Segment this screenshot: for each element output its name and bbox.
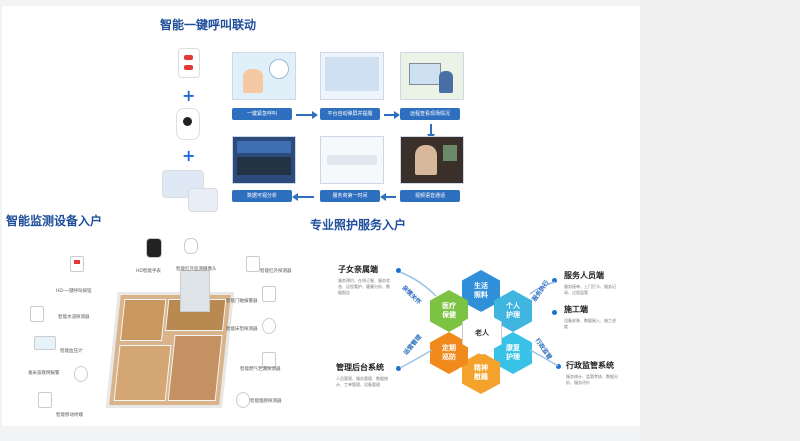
glucose-meter-icon (74, 366, 88, 382)
node-dot (552, 278, 557, 283)
flow-arrow (380, 193, 396, 201)
flow-arrow (292, 193, 314, 201)
blood-pressure-icon (34, 336, 56, 350)
flow-arrow (384, 111, 400, 119)
flow-step-label: 视频语音通话 (400, 190, 460, 202)
flow-image-video (400, 136, 464, 184)
hex-life-care: 生活 照料 (462, 270, 500, 312)
node-dot (552, 310, 557, 315)
balcony (180, 270, 210, 312)
device-label: HD-一键呼叫按钮 (56, 289, 92, 294)
flow-step-label: 一键紧急呼叫 (232, 108, 292, 120)
flow-image-call (232, 52, 296, 100)
flow-step-label: 远程查看现场情况 (400, 108, 460, 120)
node-family-text: 服务预约、在线订餐、服务状态、远程看护、健康分析、数据报告 (338, 278, 390, 295)
water-sensor-icon (30, 306, 44, 322)
node-family-title: 子女亲属端 (338, 265, 378, 274)
flow-image-platform (320, 52, 384, 100)
node-gov-title: 行政监管系统 (566, 361, 614, 370)
node-dot (396, 268, 401, 273)
flow-image-remote (400, 52, 464, 100)
door-sensor-icon (262, 286, 276, 302)
node-construction-text: 设备安装、数据接入、施工进度 (564, 318, 616, 329)
tablet-device (188, 188, 218, 212)
flow-image-analysis (232, 136, 296, 184)
smoke-detector-icon (236, 392, 250, 408)
plus-icon: + (182, 146, 196, 165)
flow-section-title: 智能一键呼叫联动 (160, 18, 257, 32)
device-label: 智能红外探测器 (260, 269, 292, 274)
flow-arrow (296, 111, 318, 119)
plus-icon: + (182, 86, 196, 105)
hex-regular-visit: 定期 巡防 (430, 332, 468, 374)
node-staff-title: 服务人员端 (564, 271, 604, 280)
camera-icon (184, 238, 198, 254)
flow-image-service (320, 136, 384, 184)
flow-step-label: 数据可视分析 (232, 190, 292, 202)
hex-medical-care: 医疗 保健 (430, 290, 468, 332)
right-margin (640, 0, 800, 441)
call-button-device (178, 48, 200, 78)
device-label: 毫米波跌倒报警 (28, 371, 60, 376)
call-button-icon (70, 256, 84, 272)
node-staff-text: 服务接单、上门打卡、服务记录、过程监管 (564, 284, 616, 295)
node-gov-text: 服务统计、监管考核、数据分析、服务评价 (566, 374, 618, 385)
node-construction-title: 施工端 (564, 305, 588, 314)
hex-spiritual-comfort: 精神 慰藉 (462, 352, 500, 394)
node-admin-title: 管理后台系统 (336, 363, 384, 372)
node-admin-text: 人员管理、服务管理、数据统计、工单管理、设备管理 (336, 376, 388, 387)
node-dot (556, 364, 561, 369)
node-dot (396, 366, 401, 371)
device-label: 智能血压计 (60, 349, 83, 354)
device-label: HD智能手表 (136, 269, 161, 274)
device-label: 智能门磁报警器 (226, 299, 258, 304)
sensor-icon (246, 256, 260, 272)
watch-icon (146, 238, 162, 258)
mattress-sensor-icon (262, 318, 276, 334)
monitor-section-title: 智能监测设备入户 (6, 214, 103, 228)
flow-step-label: 平台自动弹屏并提醒 (320, 108, 380, 120)
device-label: 智能水浸探测器 (58, 315, 90, 320)
hex-center-elder: 老人 (462, 311, 502, 355)
device-label: 智能床垫探测器 (226, 327, 258, 332)
care-section-title: 专业照护服务入户 (310, 218, 407, 232)
device-label: 智能烟感探测器 (250, 399, 282, 404)
flow-step-label: 服务商第一时间 (320, 190, 380, 202)
gas-detector-icon (262, 352, 276, 368)
device-label: 智能燃气泄漏探测器 (240, 367, 281, 372)
device-label: 智能红外监测摄像头 (176, 267, 217, 272)
camera-device (176, 108, 200, 140)
fall-alarm-icon (38, 392, 52, 408)
device-label: 智能移动终端 (56, 413, 83, 418)
